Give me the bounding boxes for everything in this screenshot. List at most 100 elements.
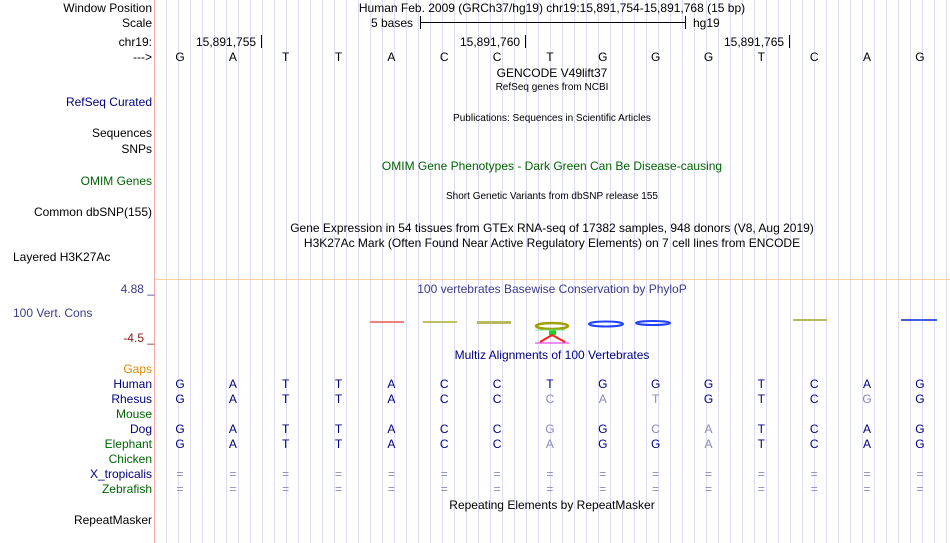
- conservation-logo: [370, 319, 937, 344]
- repeatmasker-title[interactable]: Repeating Elements by RepeatMasker: [449, 498, 655, 512]
- alignment-base: G: [915, 437, 925, 451]
- label-sequences[interactable]: Sequences: [91, 126, 152, 140]
- alignment-base: =: [440, 482, 448, 496]
- label-refseq[interactable]: RefSeq Curated: [65, 95, 152, 109]
- coord-tick: [261, 35, 262, 48]
- label-gaps[interactable]: Gaps: [123, 362, 152, 376]
- alignment-base: T: [757, 422, 766, 436]
- publications-title[interactable]: Publications: Sequences in Scientific Ar…: [453, 113, 651, 124]
- alignment-base: C: [545, 392, 555, 406]
- alignment-base: =: [757, 467, 765, 481]
- short-variants-title[interactable]: Short Genetic Variants from dbSNP releas…: [446, 191, 658, 202]
- alignment-base: =: [863, 467, 871, 481]
- alignment-base: G: [915, 422, 925, 436]
- alignment-base: =: [916, 467, 924, 481]
- alignment-base: A: [704, 437, 713, 451]
- base-letter: A: [863, 50, 872, 64]
- alignment-base: C: [439, 392, 449, 406]
- species-label[interactable]: Elephant: [104, 437, 152, 451]
- alignment-base: A: [704, 422, 713, 436]
- phylop-title[interactable]: 100 vertebrates Basewise Conservation by…: [417, 282, 687, 296]
- alignment-base: G: [915, 392, 925, 406]
- coord-2: 15,891,760: [460, 35, 521, 49]
- multiz-title[interactable]: Multiz Alignments of 100 Vertebrates: [454, 348, 650, 362]
- alignment-base: T: [282, 377, 290, 391]
- refseq-subtitle: RefSeq genes from NCBI: [495, 82, 609, 93]
- alignment-base: G: [703, 392, 714, 406]
- alignment-base: T: [546, 377, 554, 391]
- label-h3k27ac[interactable]: Layered H3K27Ac: [13, 250, 111, 264]
- base-letter: T: [282, 50, 290, 64]
- base-grid: [155, 0, 950, 543]
- species-label[interactable]: X_tropicalis: [89, 467, 152, 481]
- alignment-base: A: [545, 437, 554, 451]
- label-dbsnp[interactable]: Common dbSNP(155): [33, 205, 152, 219]
- alignment-base: T: [334, 377, 343, 391]
- alignment-base: =: [652, 482, 660, 496]
- coord-tick: [789, 35, 790, 48]
- base-letter: G: [650, 50, 661, 64]
- window-position-text: Human Feb. 2009 (GRCh37/hg19) chr19:15,8…: [358, 1, 746, 15]
- alignment-base: =: [599, 467, 607, 481]
- base-letter: C: [809, 50, 819, 64]
- alignment-base: =: [652, 467, 660, 481]
- alignment-base: =: [704, 467, 713, 481]
- h3k27ac-title[interactable]: H3K27Ac Mark (Often Found Near Active Re…: [303, 236, 801, 250]
- omim-pheno-title[interactable]: OMIM Gene Phenotypes - Dark Green Can Be…: [381, 159, 723, 173]
- alignment-base: G: [703, 377, 714, 391]
- alignment-base: A: [387, 392, 396, 406]
- alignment-base: C: [492, 392, 502, 406]
- label-snps[interactable]: SNPs: [121, 142, 152, 156]
- alignment-base: =: [810, 482, 818, 496]
- alignment-base: T: [757, 377, 766, 391]
- label-chr[interactable]: chr19:: [118, 35, 152, 49]
- alignment-base: A: [863, 377, 872, 391]
- species-label[interactable]: Dog: [129, 422, 152, 436]
- label-strand[interactable]: --->: [133, 50, 152, 64]
- alignment-base: A: [228, 377, 237, 391]
- alignment-base: A: [228, 422, 237, 436]
- alignment-base: =: [282, 467, 290, 481]
- label-omim-genes[interactable]: OMIM Genes: [80, 174, 152, 188]
- alignment-base: =: [757, 482, 765, 496]
- alignment-base: A: [387, 422, 396, 436]
- alignment-base: A: [598, 392, 607, 406]
- label-window-position[interactable]: Window Position: [63, 1, 152, 15]
- alignment-base: T: [651, 392, 660, 406]
- alignment-base: G: [175, 422, 185, 436]
- label-scale[interactable]: Scale: [121, 16, 152, 30]
- alignment-base: =: [335, 482, 343, 496]
- base-letter: G: [703, 50, 714, 64]
- scale-text: 5 bases: [371, 16, 414, 30]
- gencode-title[interactable]: GENCODE V49lift37: [496, 66, 608, 80]
- species-label[interactable]: Chicken: [108, 452, 152, 466]
- alignment-base: C: [439, 422, 449, 436]
- alignment-base: G: [598, 437, 608, 451]
- cons-min: -4.5 _: [123, 331, 154, 345]
- alignment-base: A: [228, 392, 237, 406]
- track-separator: [155, 279, 950, 280]
- base-letter: C: [439, 50, 449, 64]
- alignment-base: C: [492, 422, 502, 436]
- alignment-base: C: [809, 392, 819, 406]
- alignment-base: T: [334, 422, 343, 436]
- alignment-base: G: [175, 377, 185, 391]
- base-letter: G: [598, 50, 608, 64]
- alignment-base: =: [863, 482, 871, 496]
- alignment-base: =: [546, 482, 554, 496]
- coord-3: 15,891,765: [724, 35, 785, 49]
- label-cons[interactable]: 100 Vert. Cons: [13, 306, 93, 320]
- species-label[interactable]: Rhesus: [111, 392, 152, 406]
- label-repeatmasker[interactable]: RepeatMasker: [73, 513, 152, 527]
- alignment-base: C: [492, 377, 502, 391]
- gtex-title[interactable]: Gene Expression in 54 tissues from GTEx …: [290, 221, 814, 235]
- alignment-base: T: [282, 392, 290, 406]
- species-label[interactable]: Mouse: [115, 407, 152, 421]
- alignment-base: T: [757, 392, 766, 406]
- alignment-base: C: [439, 437, 449, 451]
- alignment-base: G: [598, 422, 608, 436]
- alignment-base: T: [757, 437, 766, 451]
- alignment-base: =: [282, 482, 290, 496]
- species-label[interactable]: Zebrafish: [101, 482, 152, 496]
- species-label[interactable]: Human: [113, 377, 152, 391]
